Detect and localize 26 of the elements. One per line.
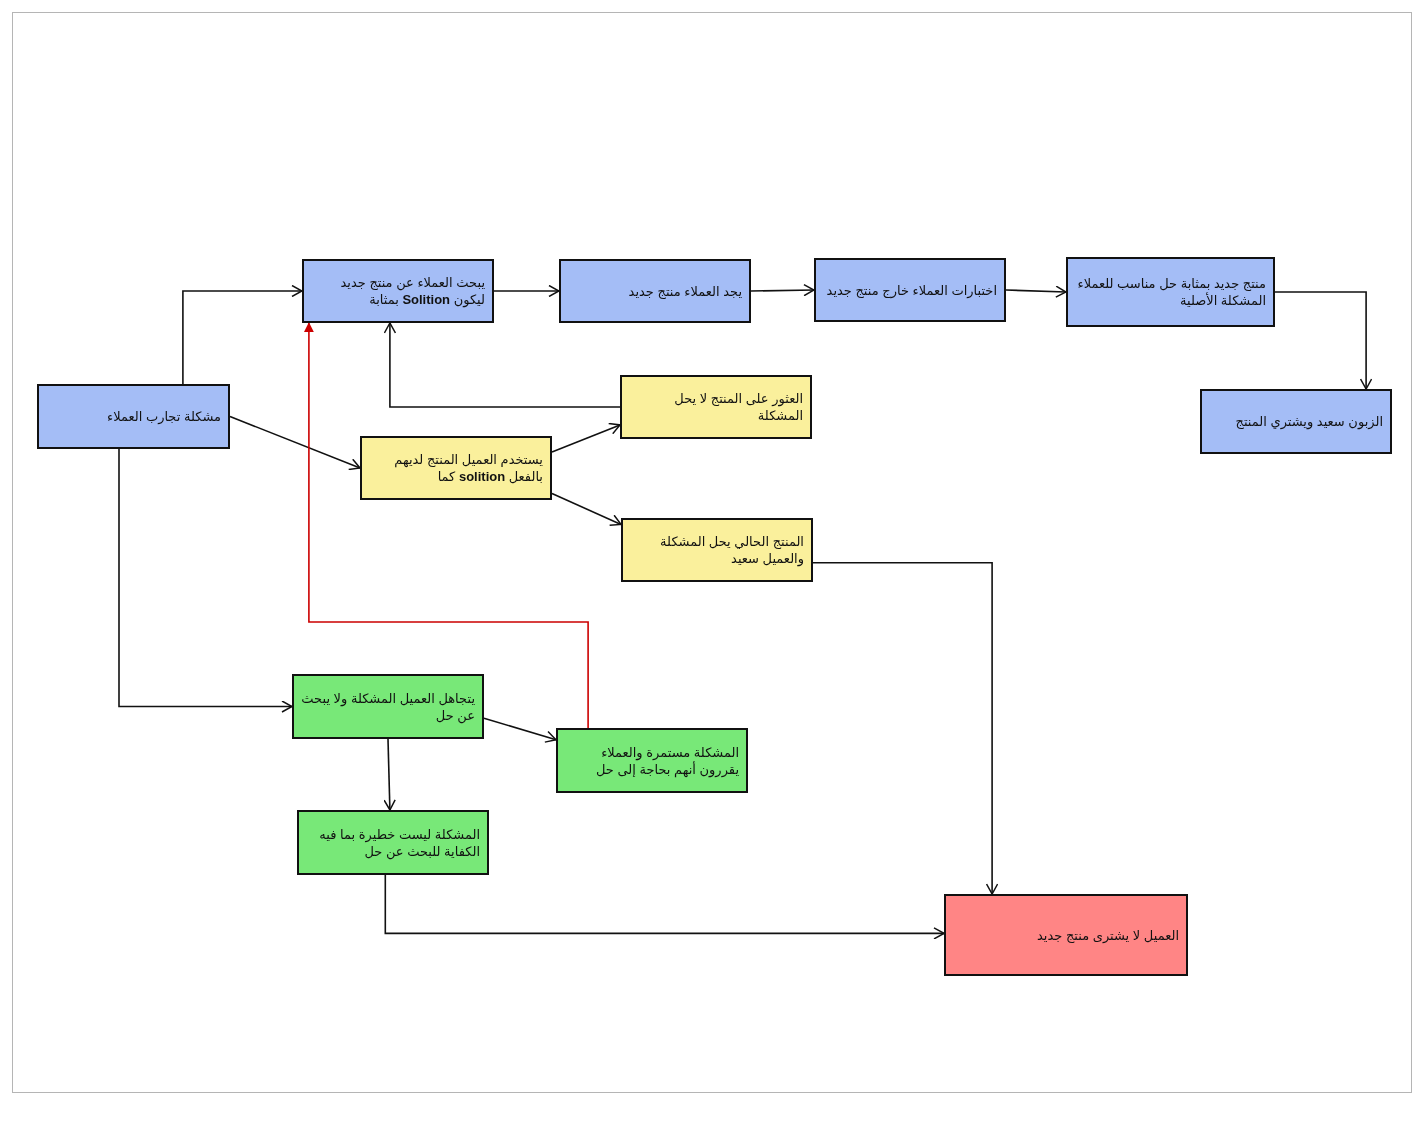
- process-box: المشكلة مستمرة والعملاء يقررون أنهم بحاجة إلى حل: [556, 728, 748, 793]
- arrow: [229, 415, 361, 471]
- arrow: [383, 322, 621, 408]
- arrow: [750, 283, 815, 297]
- process-box: اختبارات العملاء خارج منتج جديد: [814, 258, 1006, 322]
- arrow: [483, 717, 557, 743]
- arrow: [383, 738, 396, 811]
- process-box: العثور على المنتج لا يحل المشكلة: [620, 375, 812, 439]
- arrow: [1005, 285, 1067, 298]
- process-box: الزبون سعيد ويشتري المنتج: [1200, 389, 1392, 454]
- process-box: العميل لا يشترى منتج جديد: [944, 894, 1188, 976]
- process-box: مشكلة تجارب العملاء: [37, 384, 230, 449]
- process-box: المشكلة ليست خطيرة بما فيه الكفاية للبحث عن حل: [297, 810, 489, 875]
- arrow: [493, 284, 560, 298]
- arrow: [118, 448, 293, 713]
- process-box: المنتج الحالي يحل المشكلة والعميل سعيد: [621, 518, 813, 582]
- arrow: [182, 284, 303, 385]
- arrow: [551, 492, 622, 527]
- arrow: [812, 562, 999, 895]
- arrow: [303, 322, 589, 729]
- process-box: يجد العملاء منتج جديد: [559, 259, 751, 323]
- arrow: [551, 422, 621, 453]
- arrow: [384, 874, 945, 940]
- arrow: [1274, 291, 1373, 390]
- process-box: يتجاهل العميل المشكلة ولا يبحث عن حل: [292, 674, 484, 739]
- process-box: منتج جديد بمثابة حل مناسب للعملاء المشكلة الأصلية: [1066, 257, 1275, 327]
